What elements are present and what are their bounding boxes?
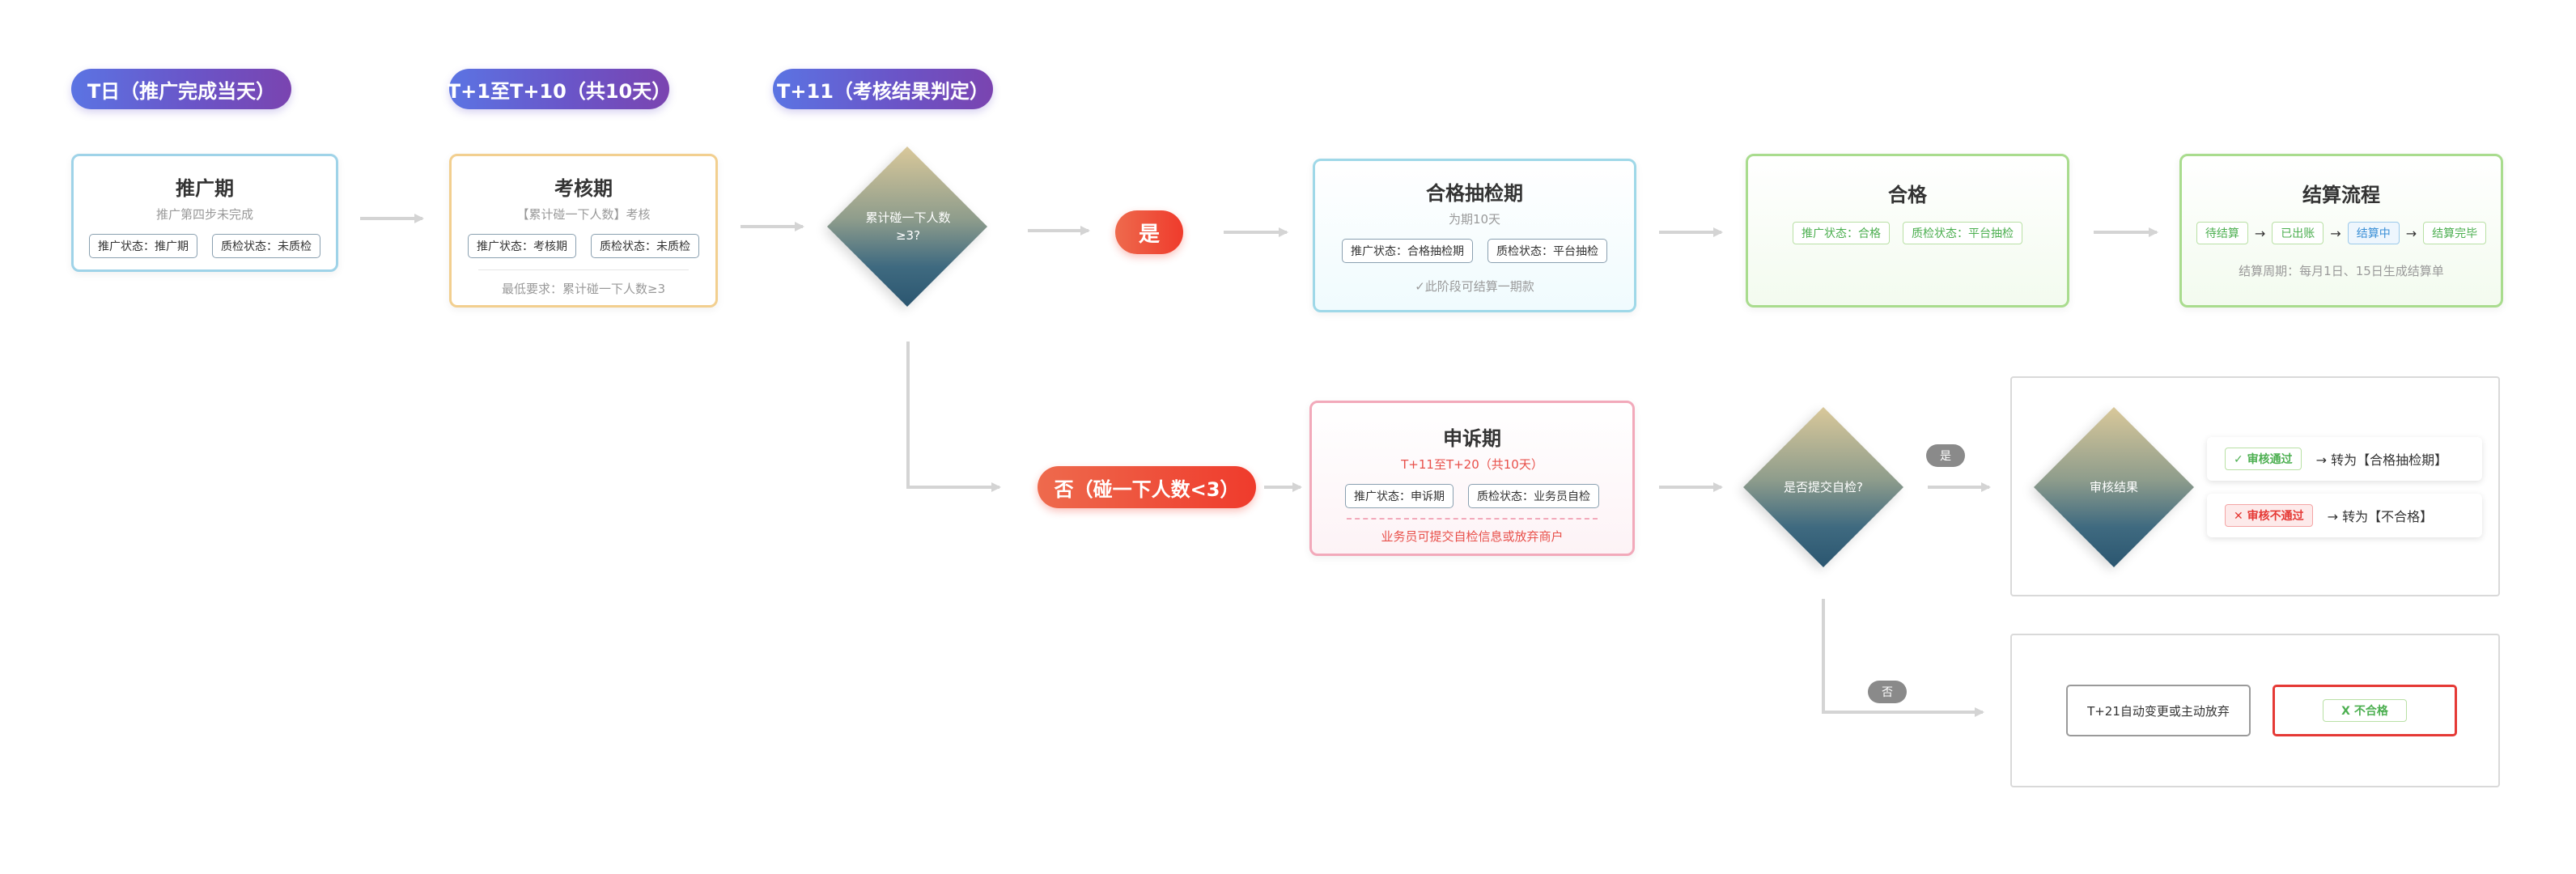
review-fail-card: ✕ 审核不通过 → 转为【不合格】 — [2207, 494, 2482, 537]
auto-change-box: T+21自动变更或主动放弃 — [2066, 685, 2251, 736]
appeal-status-tag: 推广状态：申诉期 — [1345, 484, 1454, 508]
settle-arrow-3: → — [2405, 225, 2417, 241]
review-result-label: 审核结果 — [2049, 463, 2179, 511]
settle-step-done: 结算完毕 — [2423, 222, 2487, 244]
promo-qc-tag: 质检状态：未质检 — [212, 234, 320, 258]
decision2-text: 是否提交自检? — [1784, 479, 1863, 494]
no-pill: 否（碰一下人数<3） — [1038, 466, 1256, 508]
decision-line1: 累计碰一下人数 — [865, 210, 951, 225]
sampling-note: ✓此阶段可结算一期款 — [1415, 279, 1534, 294]
no-small-pill: 否 — [1868, 681, 1907, 703]
sampling-subtitle: 为期10天 — [1448, 212, 1501, 227]
qualified-box: 合格 推广状态：合格 质检状态：平台抽检 — [1746, 154, 2069, 308]
arrow-decision-to-no — [906, 342, 1001, 492]
assess-qc-tag: 质检状态：未质检 — [591, 234, 699, 258]
timeline-t11: T+11（考核结果判定） — [773, 69, 993, 109]
review-pass-result: → 转为【合格抽检期】 — [2315, 452, 2448, 468]
unqualified-tag: X 不合格 — [2323, 699, 2407, 722]
assess-note: 最低要求：累计碰一下人数≥3 — [501, 282, 666, 296]
settlement-box: 结算流程 待结算 → 已出账 → 结算中 → 结算完毕 结算周期：每月1日、15… — [2179, 154, 2503, 308]
assess-period-box: 考核期 【累计碰一下人数】考核 推广状态：考核期 质检状态：未质检 最低要求：累… — [449, 154, 718, 308]
promo-period-box: 推广期 推广第四步未完成 推广状态：推广期 质检状态：未质检 — [71, 154, 338, 272]
timeline-t1-t10: T+1至T+10（共10天） — [447, 69, 672, 109]
settle-step-processing: 结算中 — [2347, 222, 2400, 244]
appeal-qc-tag: 质检状态：业务员自检 — [1468, 484, 1599, 508]
yes-pill-label: 是 — [1138, 222, 1160, 247]
settlement-note: 结算周期：每月1日、15日生成结算单 — [2239, 264, 2444, 278]
sampling-period-box: 合格抽检期 为期10天 推广状态：合格抽检期 质检状态：平台抽检 ✓此阶段可结算… — [1313, 159, 1636, 312]
settle-arrow-2: → — [2330, 225, 2341, 241]
qualified-qc-tag: 质检状态：平台抽检 — [1903, 222, 2022, 244]
sampling-status-tag: 推广状态：合格抽检期 — [1342, 239, 1473, 263]
settle-arrow-1: → — [2254, 225, 2266, 241]
promo-subtitle: 推广第四步未完成 — [155, 207, 253, 222]
promo-title: 推广期 — [176, 177, 234, 200]
settle-step-billed: 已出账 — [2272, 222, 2324, 244]
assess-subtitle: 【累计碰一下人数】考核 — [516, 207, 651, 222]
appeal-title: 申诉期 — [1443, 427, 1501, 450]
timeline-t1-t10-label: T+1至T+10（共10天） — [447, 79, 672, 103]
review-label-text: 审核结果 — [2089, 479, 2138, 494]
no-small-label: 否 — [1882, 686, 1893, 699]
appeal-period-box: 申诉期 T+11至T+20（共10天） 推广状态：申诉期 质检状态：业务员自检 … — [1309, 401, 1635, 556]
timeline-t11-label: T+11（考核结果判定） — [777, 79, 989, 103]
decision-line2: ≥3? — [895, 228, 921, 243]
yes-small-pill: 是 — [1926, 444, 1965, 467]
review-fail-result: → 转为【不合格】 — [2327, 509, 2434, 524]
no-pill-label: 否（碰一下人数<3） — [1054, 477, 1240, 501]
auto-change-text: T+21自动变更或主动放弃 — [2087, 703, 2230, 719]
appeal-note: 业务员可提交自检信息或放弃商户 — [1381, 529, 1564, 544]
timeline-t-day-label: T日（推广完成当天） — [87, 79, 276, 103]
assess-title: 考核期 — [554, 177, 613, 200]
review-pass-card: ✓ 审核通过 → 转为【合格抽检期】 — [2207, 437, 2482, 481]
settlement-title: 结算流程 — [2302, 184, 2380, 206]
unqualified-box: X 不合格 — [2273, 685, 2457, 736]
review-pass-tag: ✓ 审核通过 — [2225, 448, 2302, 470]
qualified-status-tag: 推广状态：合格 — [1793, 222, 1890, 244]
yes-pill: 是 — [1115, 210, 1183, 254]
sampling-qc-tag: 质检状态：平台抽检 — [1487, 239, 1607, 263]
decision-selfcheck-label: 是否提交自检? — [1759, 463, 1888, 511]
review-fail-tag: ✕ 审核不通过 — [2225, 504, 2313, 527]
decision-cumulative-label: 累计碰一下人数 ≥3? — [843, 178, 973, 275]
timeline-t-day: T日（推广完成当天） — [71, 69, 291, 109]
appeal-subtitle: T+11至T+20（共10天） — [1401, 457, 1543, 472]
sampling-title: 合格抽检期 — [1426, 182, 1523, 205]
arrow-decision2-to-expire — [1822, 599, 1984, 717]
promo-status-tag: 推广状态：推广期 — [89, 234, 197, 258]
assess-status-tag: 推广状态：考核期 — [468, 234, 576, 258]
qualified-title: 合格 — [1888, 184, 1927, 206]
yes-small-label: 是 — [1940, 450, 1951, 463]
settle-step-pending: 待结算 — [2196, 222, 2248, 244]
